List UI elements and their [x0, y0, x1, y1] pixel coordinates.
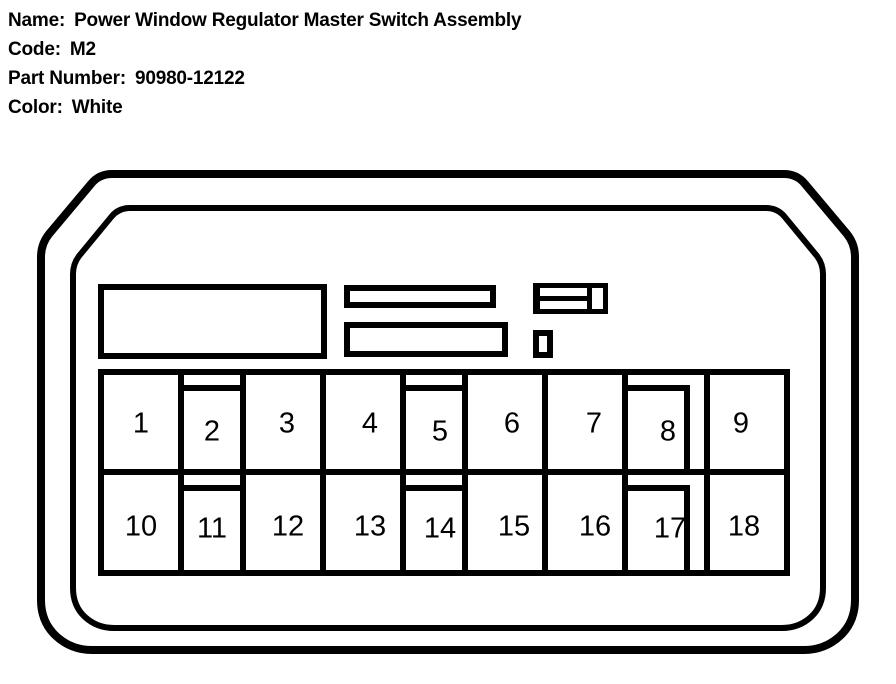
connector-inner-shell — [70, 205, 826, 631]
terminal-cavity-15[interactable]: 15 — [462, 469, 548, 576]
terminal-grid: 1 2 3 4 5 — [98, 369, 790, 576]
spec-row-name: Name: Power Window Regulator Master Switc… — [8, 6, 868, 35]
terminal-label-18: 18 — [728, 511, 760, 543]
spec-row-part-number: Part Number: 90980-12122 — [8, 64, 868, 93]
terminal-cavity-1[interactable]: 1 — [98, 369, 184, 475]
spec-row-code: Code: M2 — [8, 35, 868, 64]
spec-value-code: M2 — [69, 39, 96, 60]
terminal-cavity-10[interactable]: 10 — [98, 469, 184, 576]
terminal-cavity-14[interactable]: 14 — [400, 485, 468, 576]
spec-label-code: Code: — [8, 39, 61, 60]
terminal-label-7: 7 — [586, 408, 602, 440]
terminal-label-17: 17 — [654, 513, 686, 545]
terminal-label-8: 8 — [660, 416, 676, 448]
spec-label-part-number: Part Number: — [8, 68, 126, 89]
terminal-label-5: 5 — [432, 416, 448, 448]
terminal-grid-border — [98, 369, 790, 576]
connector-outer-shell — [37, 170, 859, 654]
large-keyway — [98, 284, 327, 359]
connector-spec-list: Name: Power Window Regulator Master Switc… — [8, 6, 868, 122]
terminal-cavity-18[interactable]: 18 — [704, 469, 790, 576]
terminal-cavity-7[interactable]: 7 — [542, 369, 628, 475]
terminal-cavity-11[interactable]: 11 — [178, 485, 246, 576]
terminal-cavity-9[interactable]: 9 — [704, 369, 790, 475]
terminal-label-4: 4 — [362, 408, 378, 440]
connector-diagram: 1 2 3 4 5 — [0, 150, 896, 684]
terminal-cavity-2[interactable]: 2 — [178, 385, 246, 475]
small-slot-keyway — [533, 330, 553, 358]
terminal-label-11: 11 — [197, 513, 227, 545]
terminal-label-2: 2 — [204, 416, 220, 448]
terminal-label-1: 1 — [133, 408, 149, 440]
double-slot-keyway — [533, 283, 608, 314]
spec-value-color: White — [71, 97, 123, 118]
spec-label-color: Color: — [8, 97, 63, 118]
terminal-cavity-12[interactable]: 12 — [240, 469, 326, 576]
terminal-label-10: 10 — [125, 511, 157, 543]
terminal-label-13: 13 — [354, 511, 386, 543]
terminal-cavity-8[interactable]: 8 — [622, 385, 690, 475]
terminal-cavity-16[interactable]: 16 — [542, 469, 628, 576]
spec-value-name: Power Window Regulator Master Switch Ass… — [74, 10, 522, 31]
terminal-cavity-13[interactable]: 13 — [320, 469, 406, 576]
terminal-cavity-3[interactable]: 3 — [240, 369, 326, 475]
upper-slot-keyway — [344, 285, 496, 308]
terminal-label-14: 14 — [424, 513, 456, 545]
terminal-cavity-5[interactable]: 5 — [400, 385, 468, 475]
terminal-label-6: 6 — [504, 408, 520, 440]
terminal-label-16: 16 — [579, 511, 611, 543]
connector-face-view: 1 2 3 4 5 — [37, 170, 859, 654]
spec-label-name: Name: — [8, 10, 66, 31]
terminal-cavity-4[interactable]: 4 — [320, 369, 406, 475]
terminal-label-3: 3 — [279, 408, 295, 440]
terminal-label-12: 12 — [272, 511, 304, 543]
spec-value-part-number: 90980-12122 — [134, 68, 245, 89]
terminal-label-15: 15 — [498, 511, 530, 543]
terminal-label-9: 9 — [733, 408, 749, 440]
terminal-cavity-17[interactable]: 17 — [622, 485, 690, 576]
spec-row-color: Color: White — [8, 93, 868, 122]
terminal-cavity-6[interactable]: 6 — [462, 369, 548, 475]
lower-slot-keyway — [344, 322, 508, 357]
